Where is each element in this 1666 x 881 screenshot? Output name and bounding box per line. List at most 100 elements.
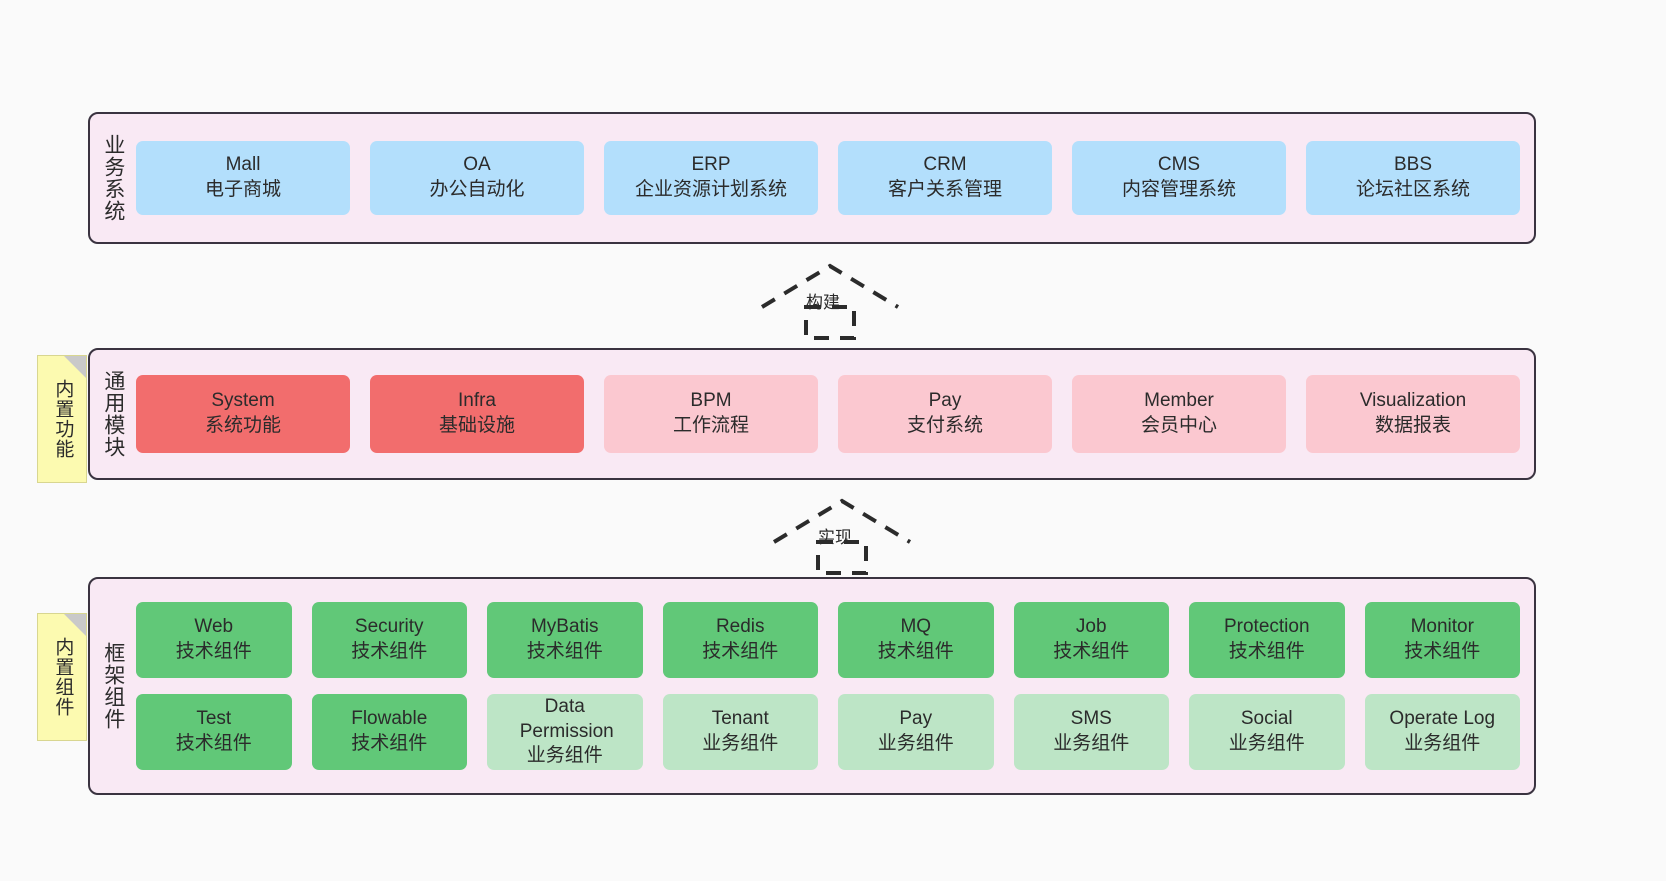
arrow-label-build: 构建 — [806, 293, 840, 312]
card-title: SMS — [1070, 708, 1112, 730]
card-title: ERP — [691, 154, 731, 176]
card-title: Monitor — [1410, 616, 1474, 638]
card-title: Protection — [1223, 616, 1310, 638]
card-subtitle: 业务组件 — [877, 733, 954, 754]
card-subtitle: 技术组件 — [175, 733, 252, 754]
card-title: Data Permission — [519, 695, 614, 742]
arrow-label-implement: 实现 — [818, 528, 852, 547]
layer-title-framework-component: 框架组件 — [101, 642, 125, 730]
card-pay[interactable]: Pay 支付系统 — [838, 375, 1052, 453]
card-subtitle: 技术组件 — [1228, 641, 1305, 662]
card-mq[interactable]: MQ 技术组件 — [838, 602, 994, 678]
card-title: Operate Log — [1389, 708, 1496, 730]
card-title: BBS — [1393, 154, 1433, 176]
card-subtitle: 业务组件 — [526, 745, 603, 767]
card-subtitle: 工作流程 — [672, 415, 749, 436]
card-subtitle: 内容管理系统 — [1121, 179, 1236, 200]
card-subtitle: 业务组件 — [1053, 733, 1130, 754]
card-title: Flowable — [351, 708, 428, 730]
card-subtitle: 技术组件 — [351, 641, 428, 662]
card-title: Mall — [225, 154, 261, 176]
card-oa[interactable]: OA 办公自动化 — [370, 141, 584, 215]
card-security[interactable]: Security 技术组件 — [311, 602, 467, 678]
card-row: System 系统功能 Infra 基础设施 BPM 工作流程 Pay 支付系统… — [136, 375, 1520, 453]
layer-body-business-system: Mall 电子商城 OA 办公自动化 ERP 企业资源计划系统 CRM 客户关系… — [136, 114, 1534, 242]
card-mybatis[interactable]: MyBatis 技术组件 — [487, 602, 643, 678]
card-operate-log[interactable]: Operate Log 业务组件 — [1364, 694, 1520, 770]
card-system[interactable]: System 系统功能 — [136, 375, 350, 453]
card-erp[interactable]: ERP 企业资源计划系统 — [604, 141, 818, 215]
card-title: System — [211, 390, 275, 412]
note-builtin-component: 内置组件 — [37, 613, 87, 741]
card-title: MyBatis — [530, 616, 599, 638]
card-sms[interactable]: SMS 业务组件 — [1013, 694, 1169, 770]
card-title: OA — [463, 154, 491, 176]
card-subtitle: 技术组件 — [1404, 641, 1481, 662]
card-redis[interactable]: Redis 技术组件 — [662, 602, 818, 678]
card-bpm[interactable]: BPM 工作流程 — [604, 375, 818, 453]
card-visualization[interactable]: Visualization 数据报表 — [1306, 375, 1520, 453]
card-flowable[interactable]: Flowable 技术组件 — [311, 694, 467, 770]
card-title: Infra — [457, 390, 497, 412]
card-subtitle: 客户关系管理 — [887, 179, 1002, 200]
card-subtitle: 技术组件 — [351, 733, 428, 754]
note-builtin-function: 内置功能 — [37, 355, 87, 483]
card-subtitle: 支付系统 — [906, 415, 983, 436]
card-subtitle: 论坛社区系统 — [1355, 179, 1470, 200]
card-row-technical: Web 技术组件 Security 技术组件 MyBatis 技术组件 Redi… — [136, 602, 1520, 678]
card-subtitle: 技术组件 — [702, 641, 779, 662]
card-subtitle: 业务组件 — [1228, 733, 1305, 754]
card-mall[interactable]: Mall 电子商城 — [136, 141, 350, 215]
arrow-build: 构建 — [760, 262, 900, 340]
card-social[interactable]: Social 业务组件 — [1189, 694, 1345, 770]
card-title: Tenant — [711, 708, 769, 730]
arrow-head-triangle-implement — [772, 498, 912, 544]
card-infra[interactable]: Infra 基础设施 — [370, 375, 584, 453]
arrow-stem-build — [804, 305, 856, 340]
card-member[interactable]: Member 会员中心 — [1072, 375, 1286, 453]
card-title: BPM — [690, 390, 732, 412]
card-title: Pay — [928, 390, 962, 412]
note-label: 内置功能 — [52, 379, 74, 459]
arrow-implement: 实现 — [772, 497, 912, 575]
card-subtitle: 数据报表 — [1374, 415, 1451, 436]
card-subtitle: 技术组件 — [526, 641, 603, 662]
card-crm[interactable]: CRM 客户关系管理 — [838, 141, 1052, 215]
arrow-stem-implement — [816, 540, 868, 575]
card-title: Job — [1075, 616, 1107, 638]
card-title: CRM — [923, 154, 967, 176]
card-protection[interactable]: Protection 技术组件 — [1189, 602, 1345, 678]
card-subtitle: 会员中心 — [1140, 415, 1217, 436]
layer-title-common-module: 通用模块 — [101, 370, 125, 458]
card-subtitle: 办公自动化 — [429, 179, 525, 200]
card-cms[interactable]: CMS 内容管理系统 — [1072, 141, 1286, 215]
note-fold-icon — [64, 356, 86, 378]
layer-title-business-system: 业务系统 — [101, 134, 125, 222]
card-subtitle: 技术组件 — [877, 641, 954, 662]
card-title: Redis — [715, 616, 765, 638]
card-title: Pay — [899, 708, 933, 730]
layer-body-framework-component: Web 技术组件 Security 技术组件 MyBatis 技术组件 Redi… — [136, 579, 1534, 793]
card-data-permission[interactable]: Data Permission 业务组件 — [487, 694, 643, 770]
card-subtitle: 技术组件 — [175, 641, 252, 662]
card-web[interactable]: Web 技术组件 — [136, 602, 292, 678]
card-bbs[interactable]: BBS 论坛社区系统 — [1306, 141, 1520, 215]
card-test[interactable]: Test 技术组件 — [136, 694, 292, 770]
card-title: Web — [194, 616, 234, 638]
card-title: Visualization — [1359, 390, 1467, 412]
layer-framework-component: 框架组件 Web 技术组件 Security 技术组件 MyBatis 技术组件… — [88, 577, 1536, 795]
layer-business-system: 业务系统 Mall 电子商城 OA 办公自动化 ERP 企业资源计划系统 CRM… — [88, 112, 1536, 244]
card-tenant[interactable]: Tenant 业务组件 — [662, 694, 818, 770]
card-subtitle: 系统功能 — [204, 415, 281, 436]
layer-body-common-module: System 系统功能 Infra 基础设施 BPM 工作流程 Pay 支付系统… — [136, 350, 1534, 478]
card-title: MQ — [900, 616, 932, 638]
card-title: CMS — [1157, 154, 1201, 176]
card-job[interactable]: Job 技术组件 — [1013, 602, 1169, 678]
card-monitor[interactable]: Monitor 技术组件 — [1364, 602, 1520, 678]
card-pay-business[interactable]: Pay 业务组件 — [838, 694, 994, 770]
card-subtitle: 业务组件 — [702, 733, 779, 754]
card-row: Mall 电子商城 OA 办公自动化 ERP 企业资源计划系统 CRM 客户关系… — [136, 141, 1520, 215]
card-title: Security — [354, 616, 424, 638]
card-row-business: Test 技术组件 Flowable 技术组件 Data Permission … — [136, 694, 1520, 770]
